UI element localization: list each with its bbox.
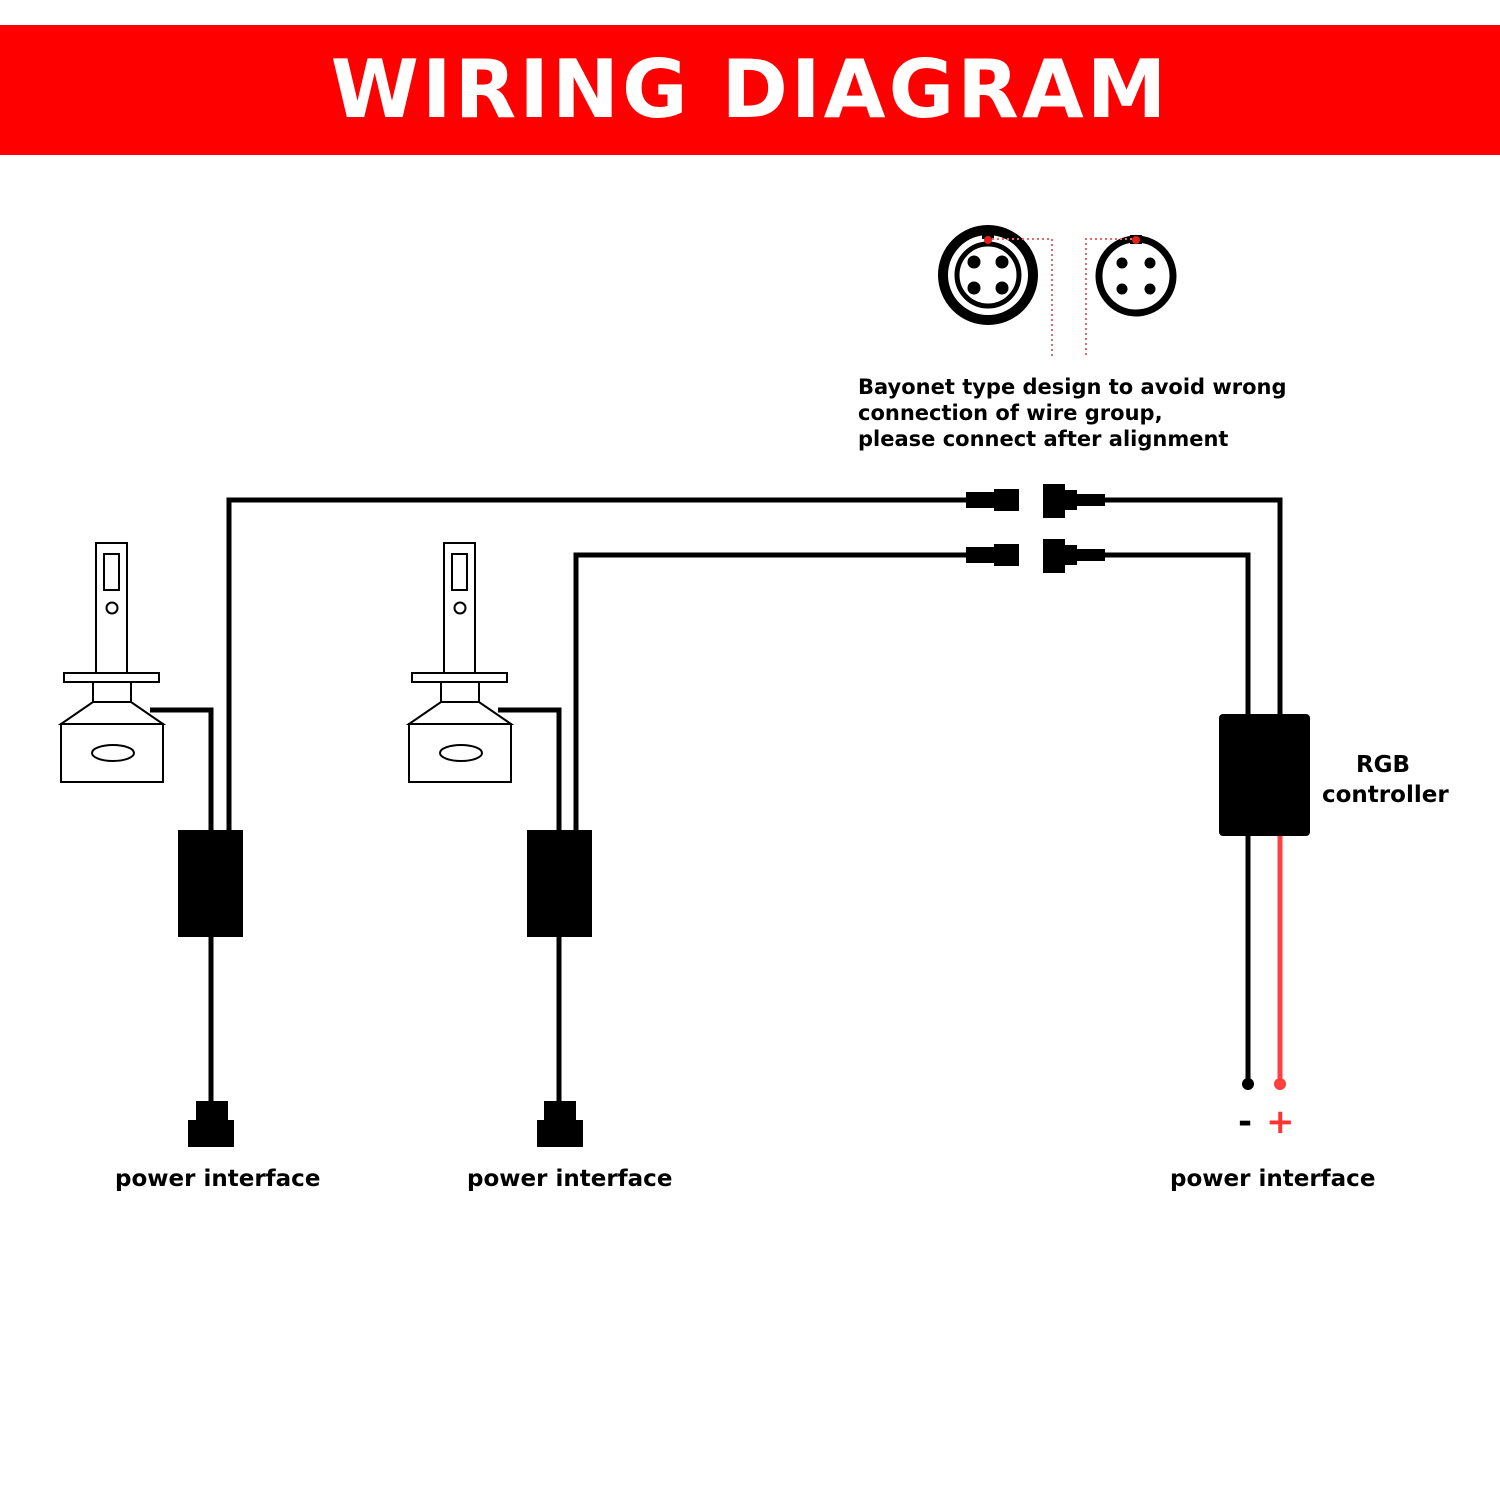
power-interface-label-3: power interface bbox=[1170, 1166, 1376, 1192]
led-bulb-1 bbox=[57, 542, 167, 783]
wire-bulb1-harness bbox=[150, 707, 214, 832]
wire-bulb2-to-connector bbox=[573, 552, 966, 832]
inline-connector-1 bbox=[966, 484, 1105, 518]
harness-box-1 bbox=[178, 830, 243, 937]
negative-terminal bbox=[1242, 1078, 1254, 1090]
wires bbox=[150, 497, 1283, 1102]
page-title: WIRING DIAGRAM bbox=[330, 43, 1170, 136]
bayonet-note: Bayonet type design to avoid wrong conne… bbox=[858, 374, 1318, 452]
rgb-controller-label-line-2: controller bbox=[1322, 782, 1449, 808]
rgb-controller-box bbox=[1219, 714, 1310, 836]
positive-polarity-label: + bbox=[1266, 1102, 1295, 1142]
power-plug-1 bbox=[188, 1101, 234, 1147]
power-interface-label-2: power interface bbox=[467, 1166, 673, 1192]
title-banner: WIRING DIAGRAM bbox=[0, 25, 1500, 155]
rgb-controller-label-line-1: RGB bbox=[1355, 752, 1411, 778]
negative-polarity-label: - bbox=[1238, 1102, 1253, 1142]
positive-terminal bbox=[1274, 1078, 1286, 1090]
wire-connector2-controller bbox=[1104, 552, 1251, 716]
wire-connector1-controller bbox=[1104, 497, 1283, 716]
female-connector-face bbox=[938, 225, 1038, 325]
rgb-controller-label: RGB controller bbox=[1322, 750, 1449, 810]
harness-box-2 bbox=[527, 830, 592, 937]
wire-bulb1-to-connector bbox=[226, 497, 966, 832]
led-bulb-2 bbox=[405, 542, 515, 783]
wire-bulb2-harness bbox=[498, 707, 562, 832]
alignment-guide-lines bbox=[992, 238, 1132, 356]
inline-connector-2 bbox=[966, 539, 1105, 573]
bayonet-note-line-2: connection of wire group, bbox=[858, 401, 1163, 425]
power-plug-2 bbox=[537, 1101, 583, 1147]
bayonet-note-line-3: please connect after alignment bbox=[858, 427, 1229, 451]
bayonet-note-line-1: Bayonet type design to avoid wrong bbox=[858, 375, 1287, 399]
power-interface-label-1: power interface bbox=[115, 1166, 321, 1192]
male-connector-face bbox=[1095, 235, 1177, 317]
